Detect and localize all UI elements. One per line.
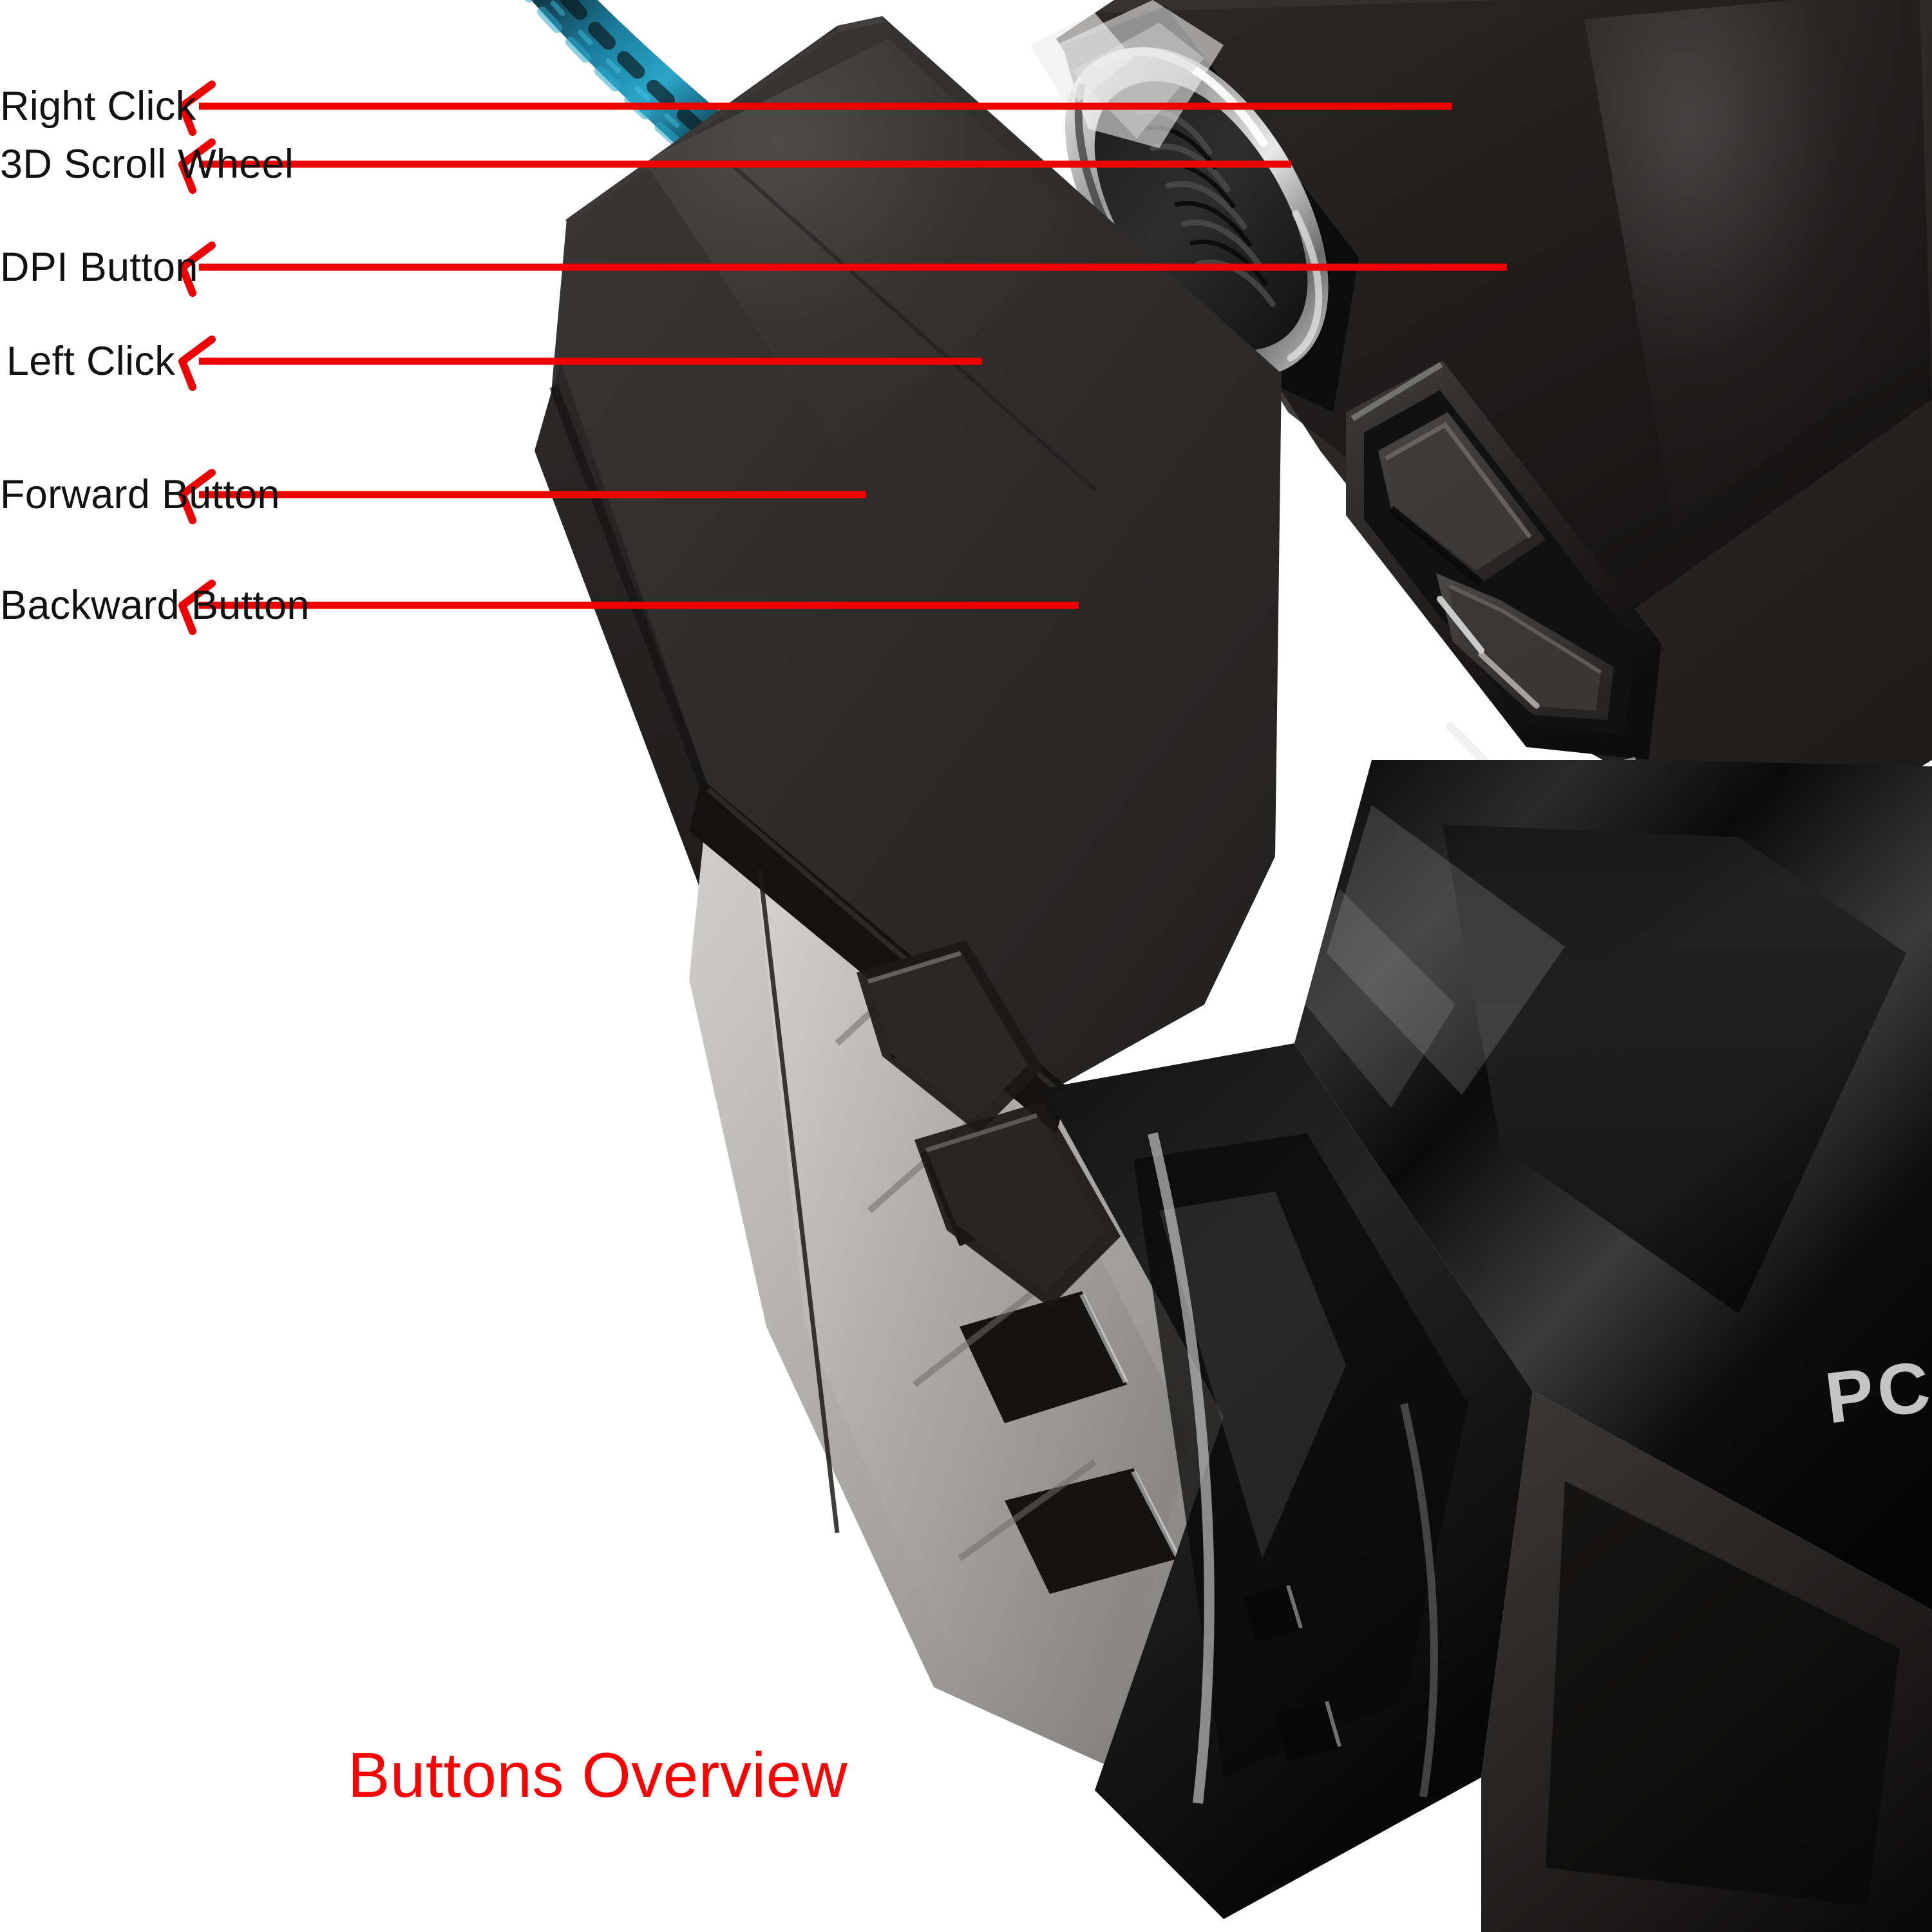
wheel-channel-highlight [1030,13,1133,109]
mouse-right-flank: PC [1294,760,1932,1610]
callout-label-right-click[interactable]: Right Click [0,84,196,129]
mouse-rear-hump [1481,1391,1932,1932]
callout-label-forward-button[interactable]: Forward Button [0,472,280,517]
mouse-front-skirt [1043,1043,1533,1919]
callout-label-dpi-button[interactable]: DPI Button [0,245,198,290]
figure-title: Buttons Overview [348,1739,848,1810]
forward-button [857,940,1043,1133]
brand-text: PC [1821,1345,1932,1438]
callout-label-backward-button[interactable]: Backward Button [0,583,310,628]
thumb-buttons [857,940,1121,1307]
dpi-button-upper [1378,412,1546,587]
dpi-button-lower [1436,573,1614,720]
callout-label-3d-scroll-wheel[interactable]: 3D Scroll Wheel [0,142,294,187]
callout-label-left-click[interactable]: Left Click [6,339,175,384]
dpi-button-cluster [1346,361,1662,829]
backward-button [914,1101,1121,1307]
